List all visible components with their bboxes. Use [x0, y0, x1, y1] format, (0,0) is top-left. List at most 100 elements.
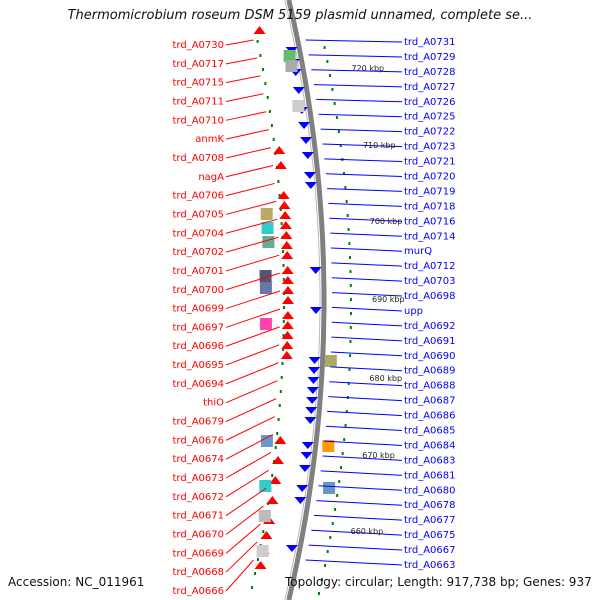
forward-gene-arrow-15: [281, 321, 294, 329]
right-gene-label: trd_A0719: [404, 186, 456, 197]
gene-features: [253, 26, 337, 569]
forward-gene-arrow-1: [273, 146, 286, 154]
forward-gene-arrow-14: [281, 311, 294, 319]
left-leader-line: [225, 416, 275, 441]
tick-outer: [334, 508, 337, 511]
reverse-gene-arrow-16: [306, 397, 319, 404]
tick-inner: [268, 110, 271, 113]
left-gene-label: trd_A0668: [173, 567, 225, 578]
tick-outer: [340, 466, 342, 469]
right-leader-line: [327, 188, 403, 192]
right-gene-labels: trd_A0731trd_A0729trd_A0728trd_A0727trd_…: [305, 37, 456, 571]
tick-inner: [282, 320, 285, 323]
backbone-arc: [286, 0, 327, 600]
tick-inner: [278, 194, 281, 197]
scale-label: 710 kbp: [363, 141, 396, 150]
tick-inner: [277, 418, 280, 421]
tick-outer: [349, 354, 352, 357]
map-title: Thermomicrobium roseum DSM 5159 plasmid …: [67, 8, 533, 23]
right-leader-line: [324, 158, 403, 163]
right-gene-label: trd_A0716: [404, 216, 456, 227]
left-leader-line: [225, 182, 275, 197]
right-leader-line: [328, 396, 403, 402]
right-leader-line: [331, 321, 403, 327]
tick-outer: [326, 550, 329, 553]
tick-inner: [259, 54, 262, 57]
right-leader-line: [330, 351, 403, 357]
scale-label: 660 kbp: [351, 527, 384, 536]
forward-gene-arrow-10: [281, 266, 294, 274]
left-gene-label: trd_A0694: [173, 379, 225, 390]
accession-label: Accession: NC_011961: [8, 575, 145, 589]
tick-outer: [345, 410, 348, 413]
cog-block-4: [261, 222, 274, 234]
left-leader-line: [225, 39, 254, 46]
reverse-gene-arrow-6: [300, 137, 312, 144]
tick-outer: [321, 578, 324, 581]
tick-inner: [262, 530, 265, 533]
right-leader-line: [318, 113, 403, 118]
cog-block-11: [322, 440, 335, 452]
tick-inner: [264, 82, 267, 85]
forward-gene-arrow-7: [280, 231, 293, 239]
right-gene-label: trd_A0731: [404, 37, 456, 48]
tick-outer: [346, 214, 349, 217]
tick-outer: [349, 284, 352, 287]
tick-outer: [337, 130, 340, 133]
tick-outer: [329, 74, 331, 77]
cog-block-13: [323, 482, 336, 494]
right-gene-label: trd_A0703: [404, 276, 456, 287]
tick-outer: [349, 326, 352, 329]
cog-block-1: [285, 60, 298, 72]
reverse-gene-arrow-5: [298, 122, 311, 129]
forward-gene-arrow-21: [269, 476, 282, 484]
cog-block-14: [258, 510, 271, 522]
right-gene-label: trd_A0714: [404, 231, 456, 242]
left-gene-label: trd_A0669: [173, 548, 225, 559]
tick-outer: [331, 88, 334, 91]
right-gene-label: trd_A0721: [404, 157, 456, 168]
right-leader-line: [331, 336, 403, 342]
cog-block-2: [292, 100, 305, 112]
right-gene-label: trd_A0727: [404, 82, 456, 93]
left-gene-label: trd_A0679: [173, 417, 225, 428]
right-leader-line: [320, 470, 403, 476]
left-leader-line: [225, 362, 279, 385]
forward-gene-arrow-16: [281, 331, 294, 339]
tick-inner: [278, 404, 281, 407]
right-gene-label: trd_A0677: [404, 515, 456, 526]
tick-outer: [335, 116, 338, 119]
right-leader-line: [331, 306, 403, 312]
reverse-gene-arrow-9: [304, 182, 317, 189]
right-gene-label: trd_A0688: [404, 381, 456, 392]
right-leader-line: [331, 277, 403, 282]
right-leader-line: [331, 262, 403, 267]
cog-block-10: [260, 435, 273, 447]
right-gene-label: trd_A0723: [404, 142, 456, 153]
right-leader-line: [325, 173, 403, 177]
cog-block-7: [259, 282, 272, 294]
tick-inner: [282, 278, 285, 281]
topology-summary: Topology: circular; Length: 917,738 bp; …: [285, 575, 592, 589]
reverse-gene-arrow-18: [304, 417, 317, 424]
forward-gene-arrow-17: [281, 341, 294, 349]
tick-inner: [280, 222, 283, 225]
left-gene-label: trd_A0672: [173, 492, 225, 503]
right-gene-label: trd_A0720: [404, 171, 456, 182]
reverse-gene-arrow-21: [298, 465, 311, 472]
right-gene-label: trd_A0729: [404, 52, 456, 63]
left-gene-label: trd_A0730: [173, 40, 225, 51]
forward-gene-arrow-18: [280, 351, 293, 359]
tick-outer: [347, 228, 350, 231]
tick-inner: [270, 124, 273, 127]
left-gene-label: trd_A0696: [173, 341, 225, 352]
scale-label: 700 kbp: [370, 217, 403, 226]
left-leader-line: [225, 165, 274, 178]
right-leader-line: [329, 217, 403, 222]
forward-gene-arrow-3: [277, 191, 290, 199]
left-gene-labels: trd_A0730trd_A0717trd_A0715trd_A0711trd_…: [173, 39, 281, 597]
left-leader-line: [225, 541, 258, 573]
tick-outer: [344, 424, 347, 427]
reverse-gene-arrow-11: [309, 307, 322, 314]
right-leader-line: [330, 232, 403, 237]
